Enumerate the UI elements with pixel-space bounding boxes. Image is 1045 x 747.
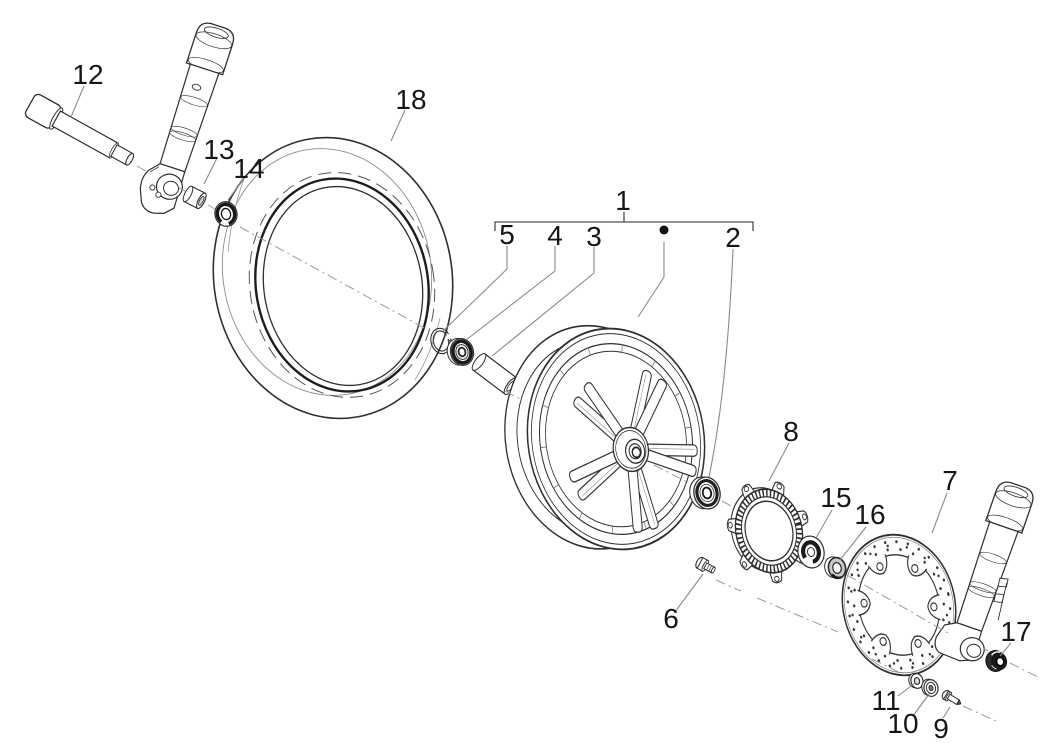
bullet-marker <box>659 225 669 235</box>
leader-lines <box>70 85 1012 719</box>
axis-segment <box>983 648 989 652</box>
tone-wheel-screw <box>695 556 716 574</box>
leader-14 <box>227 176 246 201</box>
axis-segment <box>178 187 186 192</box>
leader-10 <box>912 693 930 717</box>
axis-segment <box>715 579 742 592</box>
part-label-5: 5 <box>499 219 515 250</box>
leader-8 <box>768 442 790 482</box>
leader-18 <box>390 109 406 142</box>
spacer-bushing-right <box>824 556 847 580</box>
leader-15 <box>815 509 833 539</box>
axle-nut <box>985 650 1008 672</box>
axis-segment <box>721 500 734 508</box>
part-label-18: 18 <box>395 84 426 115</box>
wheel-hub <box>612 426 650 473</box>
leader-13 <box>203 157 218 185</box>
part-label-16: 16 <box>854 499 885 530</box>
part-label-14: 14 <box>233 153 264 184</box>
part-label-2: 2 <box>725 222 741 253</box>
wheel-rim-assembly <box>504 324 706 551</box>
wheel-spokes <box>568 369 698 533</box>
part-label-11: 11 <box>871 685 900 716</box>
part-label-4: 4 <box>547 220 563 251</box>
part-label-7: 7 <box>942 465 958 496</box>
part-label-12: 12 <box>72 59 103 90</box>
assembly-bracket <box>494 212 754 231</box>
leader-6 <box>674 573 704 613</box>
fork-leg-right <box>934 481 1034 662</box>
flanged-nut <box>921 678 939 697</box>
part-label-15: 15 <box>820 482 851 513</box>
axis-segment <box>504 390 523 401</box>
axis-segment <box>136 165 150 174</box>
seal-washer <box>446 337 475 366</box>
axis-segment <box>962 705 997 722</box>
leader-3 <box>491 247 595 357</box>
leader-7 <box>931 492 948 534</box>
part-labels: 12 13 14 18 1 5 4 3 2 8 15 16 7 6 17 11 … <box>72 59 1031 744</box>
leader-16 <box>839 526 867 561</box>
part-label-8: 8 <box>783 416 799 447</box>
axis-segment <box>756 597 839 633</box>
leader-5 <box>442 246 508 332</box>
leader-9 <box>942 706 951 719</box>
leader-4 <box>465 246 556 341</box>
axis-segment <box>207 204 216 210</box>
part-label-17: 17 <box>1000 616 1031 647</box>
part-label-1: 1 <box>615 185 631 216</box>
axis-segment <box>239 226 429 331</box>
part-label-10: 10 <box>887 708 918 739</box>
disc-mount-tabs <box>857 553 941 657</box>
leader-12 <box>70 85 85 118</box>
leader-bullet <box>637 242 665 318</box>
cup-washer <box>797 535 825 569</box>
circlip <box>430 327 454 355</box>
wheel-bearing <box>689 476 721 510</box>
axis-segment <box>1009 662 1039 678</box>
axis-segment <box>871 658 912 679</box>
disc-screw <box>941 689 962 706</box>
disc-washer <box>908 672 924 689</box>
part-label-9: 9 <box>933 713 949 744</box>
axle-spacer-left <box>182 185 207 210</box>
part-label-6: 6 <box>663 603 679 634</box>
part-label-3: 3 <box>586 221 602 252</box>
rim-segment-ticks <box>540 344 692 534</box>
dust-seal-left <box>214 201 238 227</box>
leader-2 <box>708 248 734 478</box>
axis-segment <box>653 464 690 484</box>
center-axis-lines <box>136 165 1039 722</box>
front-axle-shaft <box>24 93 135 166</box>
leader-11 <box>897 682 916 697</box>
leader-17 <box>999 642 1012 657</box>
fork-leg-left <box>139 22 235 214</box>
part-label-13: 13 <box>203 134 234 165</box>
abs-tone-wheel <box>726 481 809 584</box>
